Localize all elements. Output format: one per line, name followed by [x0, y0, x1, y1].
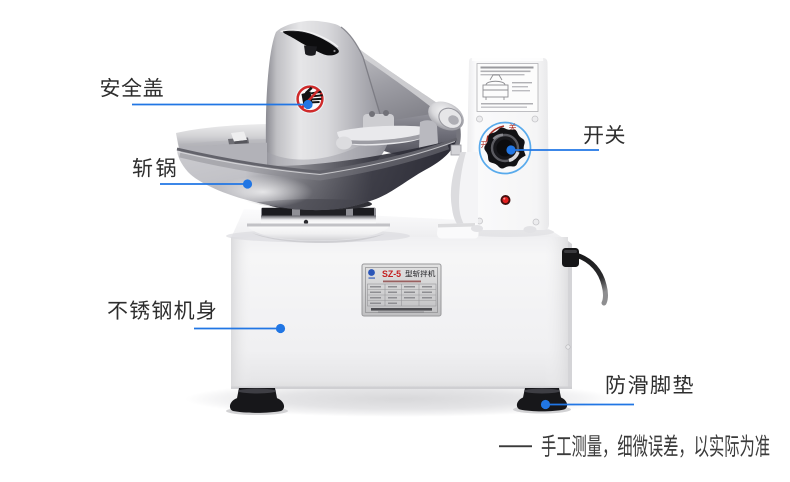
svg-text:SZ-5: SZ-5 — [382, 269, 401, 279]
